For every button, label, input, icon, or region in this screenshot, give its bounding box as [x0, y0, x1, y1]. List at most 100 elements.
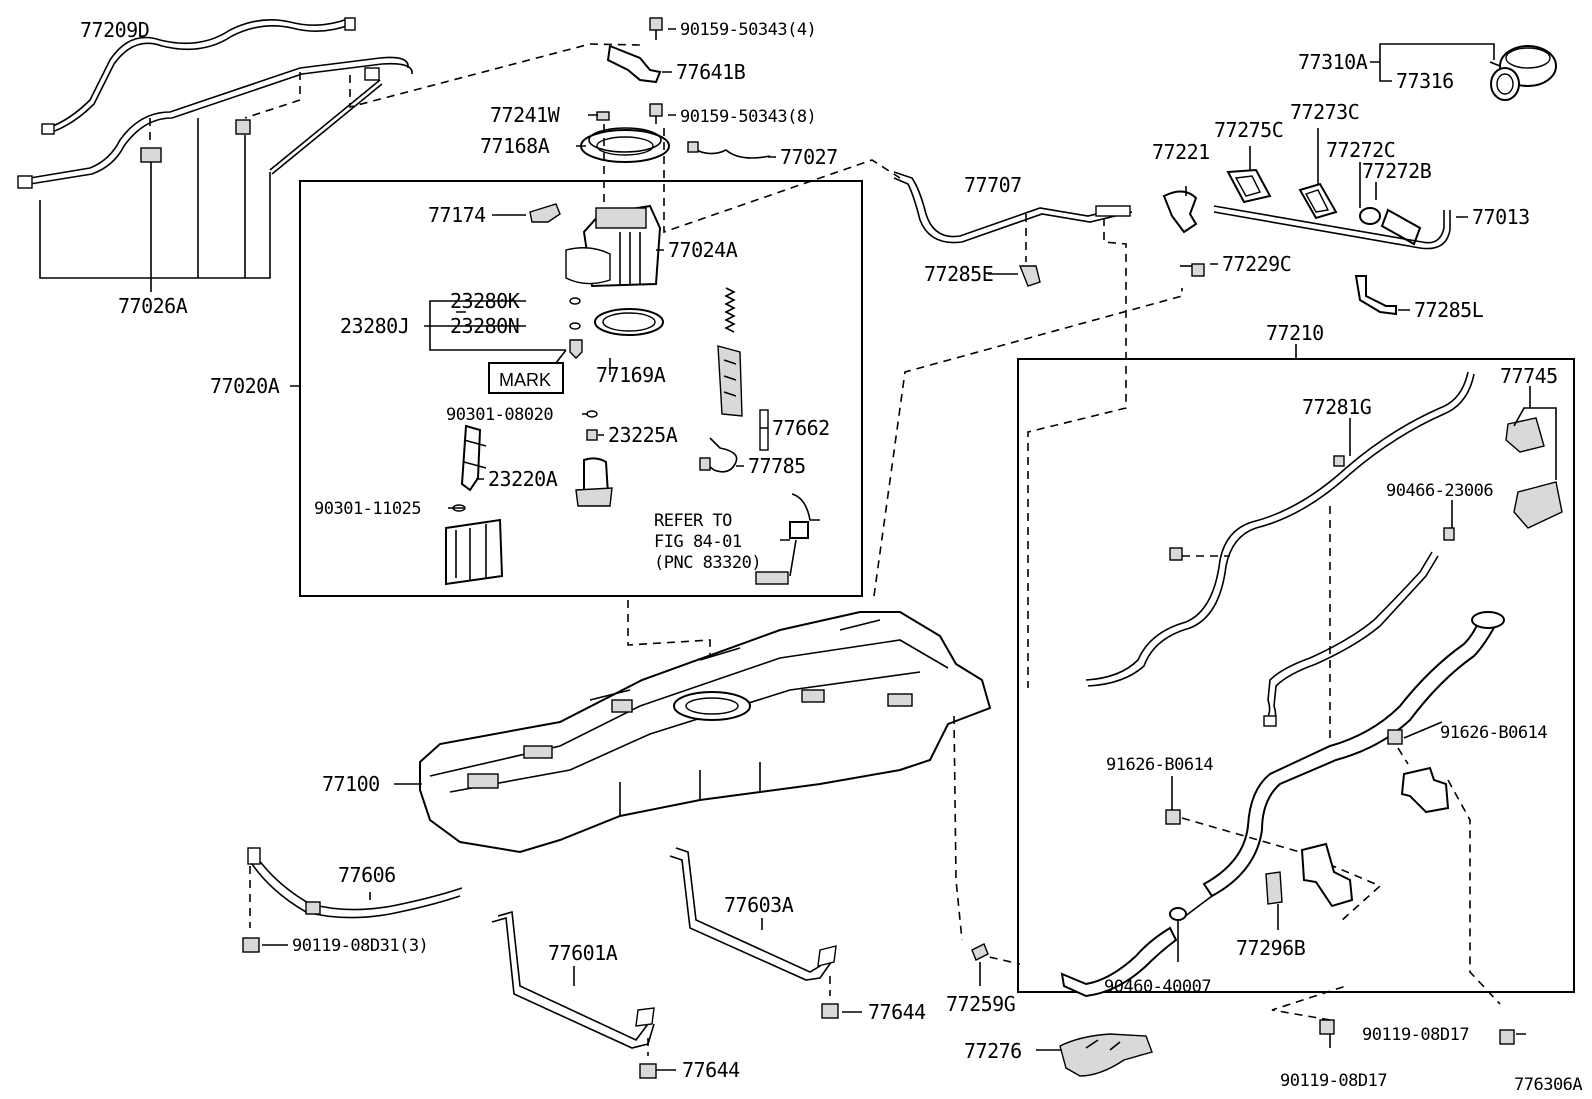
label-77662: 77662 — [772, 416, 830, 440]
label-91626-b0614-right: 91626-B0614 — [1440, 723, 1547, 743]
figure-id: 776306A — [1514, 1075, 1582, 1095]
label-91626-b0614-left: 91626-B0614 — [1106, 755, 1213, 775]
strap-77606 — [247, 847, 463, 919]
leader-77026A — [39, 118, 271, 292]
fuel-level-sender-ref — [755, 493, 820, 585]
clip-77229C — [1191, 263, 1205, 277]
fuel-tank-77100 — [419, 611, 992, 854]
clip-90466-23006 — [1443, 527, 1455, 541]
label-77601A: 77601A — [548, 941, 618, 965]
label-77168A: 77168A — [480, 134, 550, 158]
protector-77276 — [1059, 1033, 1153, 1077]
label-77644-left: 77644 — [682, 1058, 740, 1082]
bracket-filler — [1400, 766, 1450, 814]
label-77020A: 77020A — [210, 374, 280, 398]
breather-pipe-77013 — [1213, 205, 1451, 250]
label-77310A: 77310A — [1298, 50, 1368, 74]
label-23225A: 23225A — [608, 423, 678, 447]
label-23280K: 23280K — [450, 289, 520, 313]
label-77026A: 77026A — [118, 294, 188, 318]
label-77272B: 77272B — [1362, 159, 1432, 183]
clip-77285E — [1018, 265, 1041, 287]
band-77603A — [669, 847, 837, 981]
clip-77241W — [596, 111, 610, 121]
cover-77745 — [1505, 417, 1563, 529]
grommet-77275C — [1226, 168, 1272, 204]
bolt-91626-right — [1387, 729, 1403, 745]
bracket-77641B — [606, 44, 662, 84]
label-23280J: 23280J — [340, 314, 409, 338]
label-77276: 77276 — [964, 1039, 1022, 1063]
label-23280N: 23280N — [450, 314, 519, 338]
label-90460-40007: 90460-40007 — [1104, 977, 1211, 997]
label-77174: 77174 — [428, 203, 486, 227]
label-77285L: 77285L — [1414, 298, 1484, 322]
label-77241W: 77241W — [490, 103, 561, 127]
label-90119-08d31: 90119-08D31(3) — [292, 936, 428, 956]
label-90119-08d17-right: 90119-08D17 — [1362, 1025, 1469, 1045]
filter-housing — [445, 518, 504, 586]
label-90159-50343-4: 90159-50343(4) — [680, 20, 816, 40]
label-pnc-83320: (PNC 83320) — [654, 553, 761, 573]
label-77259G: 77259G — [946, 992, 1015, 1016]
bracket-77174 — [529, 203, 561, 223]
leader-23280J — [424, 300, 567, 364]
label-77024A: 77024A — [668, 238, 738, 262]
clamp-77272C — [1359, 207, 1381, 225]
label-refer-to: REFER TO — [654, 511, 732, 531]
bolt-77644-left — [639, 1038, 657, 1079]
sensor-wire-77027 — [687, 141, 771, 159]
label-mark: MARK — [499, 370, 551, 390]
clip-77296B — [1265, 871, 1283, 905]
label-77281G: 77281G — [1302, 395, 1371, 419]
grommet-77273C — [1298, 182, 1338, 220]
label-fig-84-01: FIG 84-01 — [654, 532, 742, 552]
label-90301-11025: 90301-11025 — [314, 499, 421, 519]
label-77285E: 77285E — [924, 262, 993, 286]
bolt-90119-08D31 — [242, 866, 260, 953]
bolt-91626-left — [1165, 809, 1181, 825]
label-77210: 77210 — [1266, 321, 1324, 345]
label-77027: 77027 — [780, 145, 838, 169]
vent-hose — [1263, 551, 1439, 727]
label-77745: 77745 — [1500, 364, 1558, 388]
part-23225A — [586, 429, 598, 441]
hose-77221 — [1162, 190, 1198, 234]
fuel-pump-module-77024A — [565, 204, 662, 288]
label-77644-center: 77644 — [868, 1000, 926, 1024]
label-77273C: 77273C — [1290, 100, 1359, 124]
label-77275C: 77275C — [1214, 118, 1283, 142]
label-90466-23006: 90466-23006 — [1386, 481, 1493, 501]
label-77221: 77221 — [1152, 140, 1210, 164]
pump-23220A — [575, 457, 613, 507]
bolt-90159-top — [649, 17, 663, 40]
bracket-center — [1300, 842, 1354, 908]
harness-77785 — [699, 437, 738, 473]
spring-parts — [717, 287, 743, 417]
mark-box — [488, 362, 564, 394]
label-90159-50343-8: 90159-50343(8) — [680, 107, 816, 127]
sender-23220A — [460, 424, 487, 492]
gasket-77316 — [1490, 67, 1520, 101]
vent-tube-77209D — [41, 17, 356, 135]
label-77316: 77316 — [1396, 69, 1454, 93]
label-77169A: 77169A — [596, 363, 666, 387]
label-77229C: 77229C — [1222, 252, 1291, 276]
label-77272C: 77272C — [1326, 138, 1395, 162]
bolt-90119-bottom-right — [1499, 1029, 1515, 1045]
pump-assembly-box — [299, 180, 863, 597]
label-77013: 77013 — [1472, 205, 1530, 229]
bolt-90159-second — [649, 103, 663, 124]
retainer-ring-77168A — [580, 127, 670, 163]
label-90301-08020: 90301-08020 — [446, 405, 553, 425]
label-77785: 77785 — [748, 454, 806, 478]
band-77601A — [491, 910, 655, 1049]
gasket-77169A — [594, 308, 664, 336]
label-77606: 77606 — [338, 863, 396, 887]
protector-77259G — [971, 943, 989, 961]
label-23220A: 23220A — [488, 467, 558, 491]
label-90119-08d17-bottom: 90119-08D17 — [1280, 1071, 1387, 1091]
fuel-cap-77310A — [1489, 45, 1557, 87]
label-77209D: 77209D — [80, 18, 149, 42]
